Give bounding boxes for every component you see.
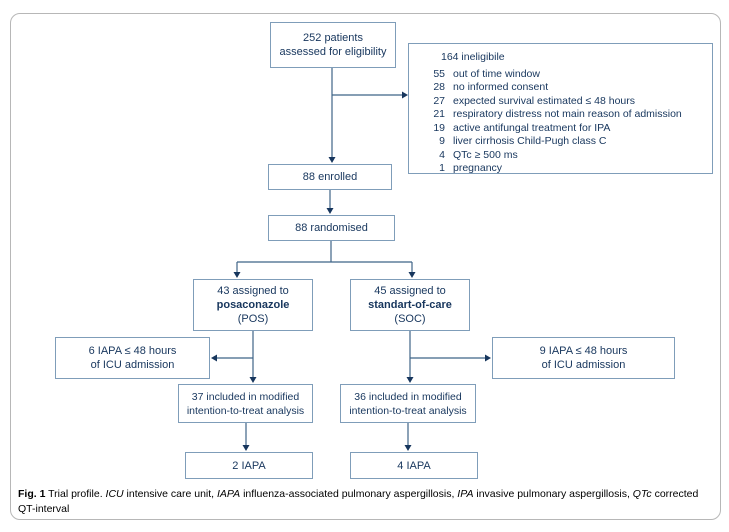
ineligible-item: 27 expected survival estimated ≤ 48 hour… bbox=[423, 95, 708, 109]
box-mitt-pos: 37 included in modified intention-to-tre… bbox=[178, 384, 313, 423]
iapa-early-pos-line1: 6 IAPA ≤ 48 hours bbox=[88, 345, 177, 357]
box-arm-standard-of-care: 45 assigned to standart-of-care (SOC) bbox=[350, 279, 470, 331]
box-iapa-early-soc: 9 IAPA ≤ 48 hours of ICU admission bbox=[492, 337, 675, 379]
box-mitt-soc: 36 included in modified intention-to-tre… bbox=[340, 384, 476, 423]
item-count: 27 bbox=[433, 94, 445, 107]
ineligible-title: 164 ineligibile bbox=[441, 51, 505, 63]
ineligible-item: 55 out of time window bbox=[423, 68, 708, 82]
caption-abbrev-iapa: IAPA bbox=[217, 488, 241, 500]
item-reason: active antifungal treatment for IPA bbox=[453, 121, 611, 134]
enrolled-label: 88 enrolled bbox=[302, 171, 358, 183]
iapa-early-soc-line1: 9 IAPA ≤ 48 hours bbox=[539, 345, 628, 357]
mitt-pos-line1: 37 included in modified bbox=[191, 390, 300, 403]
box-iapa-early-pos: 6 IAPA ≤ 48 hours of ICU admission bbox=[55, 337, 210, 379]
caption-text: invasive pulmonary aspergillosis, bbox=[473, 488, 633, 500]
item-reason: respiratory distress not main reason of … bbox=[453, 108, 682, 120]
iapa-early-pos-line2: of ICU admission bbox=[90, 359, 175, 371]
ineligible-item: 1 pregnancy bbox=[423, 162, 708, 176]
item-count: 21 bbox=[433, 108, 445, 120]
ineligible-item: 4 QTc ≥ 500 ms bbox=[423, 149, 708, 163]
caption-text: corrected bbox=[651, 488, 699, 500]
assessed-count-line: 252 patients bbox=[303, 32, 363, 44]
ineligible-item: 28 no informed consent bbox=[423, 81, 708, 95]
item-count: 28 bbox=[433, 81, 445, 93]
outcome-soc-label: 4 IAPA bbox=[397, 459, 431, 472]
item-reason: liver cirrhosis Child-Pugh class C bbox=[453, 135, 607, 147]
box-outcome-pos: 2 IAPA bbox=[185, 452, 313, 479]
item-count: 1 bbox=[439, 162, 445, 174]
caption-abbrev-qtc: QTc bbox=[632, 488, 652, 500]
figure-label: Fig. 1 bbox=[18, 488, 46, 500]
soc-drug-line: standart-of-care bbox=[368, 299, 452, 311]
iapa-early-soc-line2: of ICU admission bbox=[541, 359, 626, 371]
soc-count-line: 45 assigned to bbox=[374, 285, 446, 297]
ineligible-item: 9 liver cirrhosis Child-Pugh class C bbox=[423, 135, 708, 149]
box-enrolled: 88 enrolled bbox=[268, 164, 392, 190]
pos-drug-line: posaconazole bbox=[216, 299, 290, 311]
caption-abbrev-ipa: IPA bbox=[457, 488, 474, 500]
mitt-pos-line2: intention-to-treat analysis bbox=[186, 404, 305, 417]
pos-abbrev-line: (POS) bbox=[237, 313, 269, 325]
assessed-text-line: assessed for eligibility bbox=[279, 46, 387, 58]
mitt-soc-line2: intention-to-treat analysis bbox=[349, 404, 467, 417]
figure-caption: Fig. 1 Trial profile. ICU intensive care… bbox=[18, 487, 714, 517]
item-reason: out of time window bbox=[453, 67, 540, 80]
outcome-pos-label: 2 IAPA bbox=[232, 459, 266, 472]
pos-count-line: 43 assigned to bbox=[217, 285, 289, 297]
item-reason: pregnancy bbox=[453, 162, 503, 174]
randomised-label: 88 randomised bbox=[295, 222, 368, 234]
soc-abbrev-line: (SOC) bbox=[394, 313, 426, 325]
ineligible-item: 19 active antifungal treatment for IPA bbox=[423, 122, 708, 136]
box-ineligible: 164 ineligibile 55 out of time window 28… bbox=[408, 43, 713, 174]
item-count: 55 bbox=[433, 67, 445, 80]
box-randomised: 88 randomised bbox=[268, 215, 395, 241]
item-count: 9 bbox=[439, 135, 445, 147]
box-outcome-soc: 4 IAPA bbox=[350, 452, 478, 479]
caption-line2: QT-interval bbox=[18, 503, 70, 515]
item-reason: QTc ≥ 500 ms bbox=[453, 148, 518, 161]
item-count: 4 bbox=[439, 148, 445, 161]
caption-abbrev-icu: ICU bbox=[105, 488, 124, 500]
caption-text: Trial profile. bbox=[45, 488, 106, 500]
item-reason: no informed consent bbox=[453, 81, 549, 93]
caption-text: influenza-associated pulmonary aspergill… bbox=[240, 488, 458, 500]
caption-text: intensive care unit, bbox=[123, 488, 218, 500]
box-arm-posaconazole: 43 assigned to posaconazole (POS) bbox=[193, 279, 313, 331]
item-reason: expected survival estimated ≤ 48 hours bbox=[453, 94, 636, 107]
mitt-soc-line1: 36 included in modified bbox=[354, 390, 462, 403]
box-assessed-for-eligibility: 252 patients assessed for eligibility bbox=[270, 22, 396, 68]
item-count: 19 bbox=[433, 121, 445, 134]
ineligible-item: 21 respiratory distress not main reason … bbox=[423, 108, 708, 122]
